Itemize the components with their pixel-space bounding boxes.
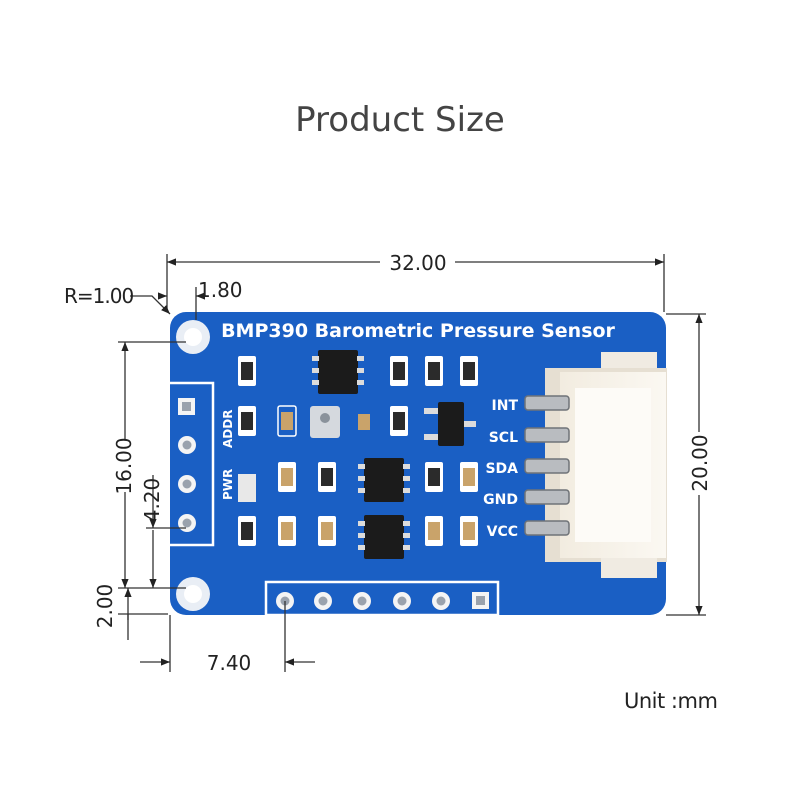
pin-label-vcc: VCC: [487, 524, 518, 540]
dim-bottom-offset: 2.00: [93, 584, 117, 629]
ic-middle: [358, 458, 410, 502]
sensor-board: BMP390 Barometric Pressure Sensor ADDR P…: [170, 312, 667, 617]
pin-label-int: INT: [492, 398, 519, 414]
bottom-header-outline: [264, 580, 500, 617]
pwr-led: [238, 474, 256, 502]
mounting-hole-bottom-left: [176, 577, 210, 611]
dim-header-offset: 7.40: [207, 651, 252, 675]
addr-label: ADDR: [221, 410, 235, 448]
dim-pin-offset: 4.20: [140, 478, 164, 523]
capacitor-bodies: [281, 412, 475, 540]
bottom-header-pins: [276, 592, 489, 610]
board-title: BMP390 Barometric Pressure Sensor: [221, 320, 615, 342]
ic-bottom: [358, 515, 410, 559]
transistor: [424, 402, 476, 446]
pwr-label: PWR: [221, 469, 235, 500]
jst-connector: [524, 352, 667, 578]
dim-pin-span: 16.00: [112, 437, 136, 494]
left-header-pins: [178, 398, 196, 532]
pin-label-gnd: GND: [483, 492, 518, 508]
bmp390-sensor-chip: [310, 406, 340, 438]
dim-radius: R=1.00: [64, 284, 133, 308]
left-header-outline: [170, 381, 215, 547]
pin-label-scl: SCL: [489, 430, 518, 446]
mounting-hole-top-left: [176, 320, 210, 354]
unit-label: Unit :mm: [624, 689, 718, 713]
dim-width: 32.00: [389, 251, 446, 275]
dimension-lines: [118, 254, 706, 672]
page-title: Product Size: [295, 100, 505, 140]
connector-contacts: [524, 395, 570, 536]
smd-component-bodies: [241, 362, 475, 540]
dim-hole-offset: 1.80: [198, 278, 243, 302]
ic-top: [312, 350, 364, 394]
dim-height: 20.00: [688, 434, 712, 491]
pin-label-sda: SDA: [485, 461, 518, 477]
